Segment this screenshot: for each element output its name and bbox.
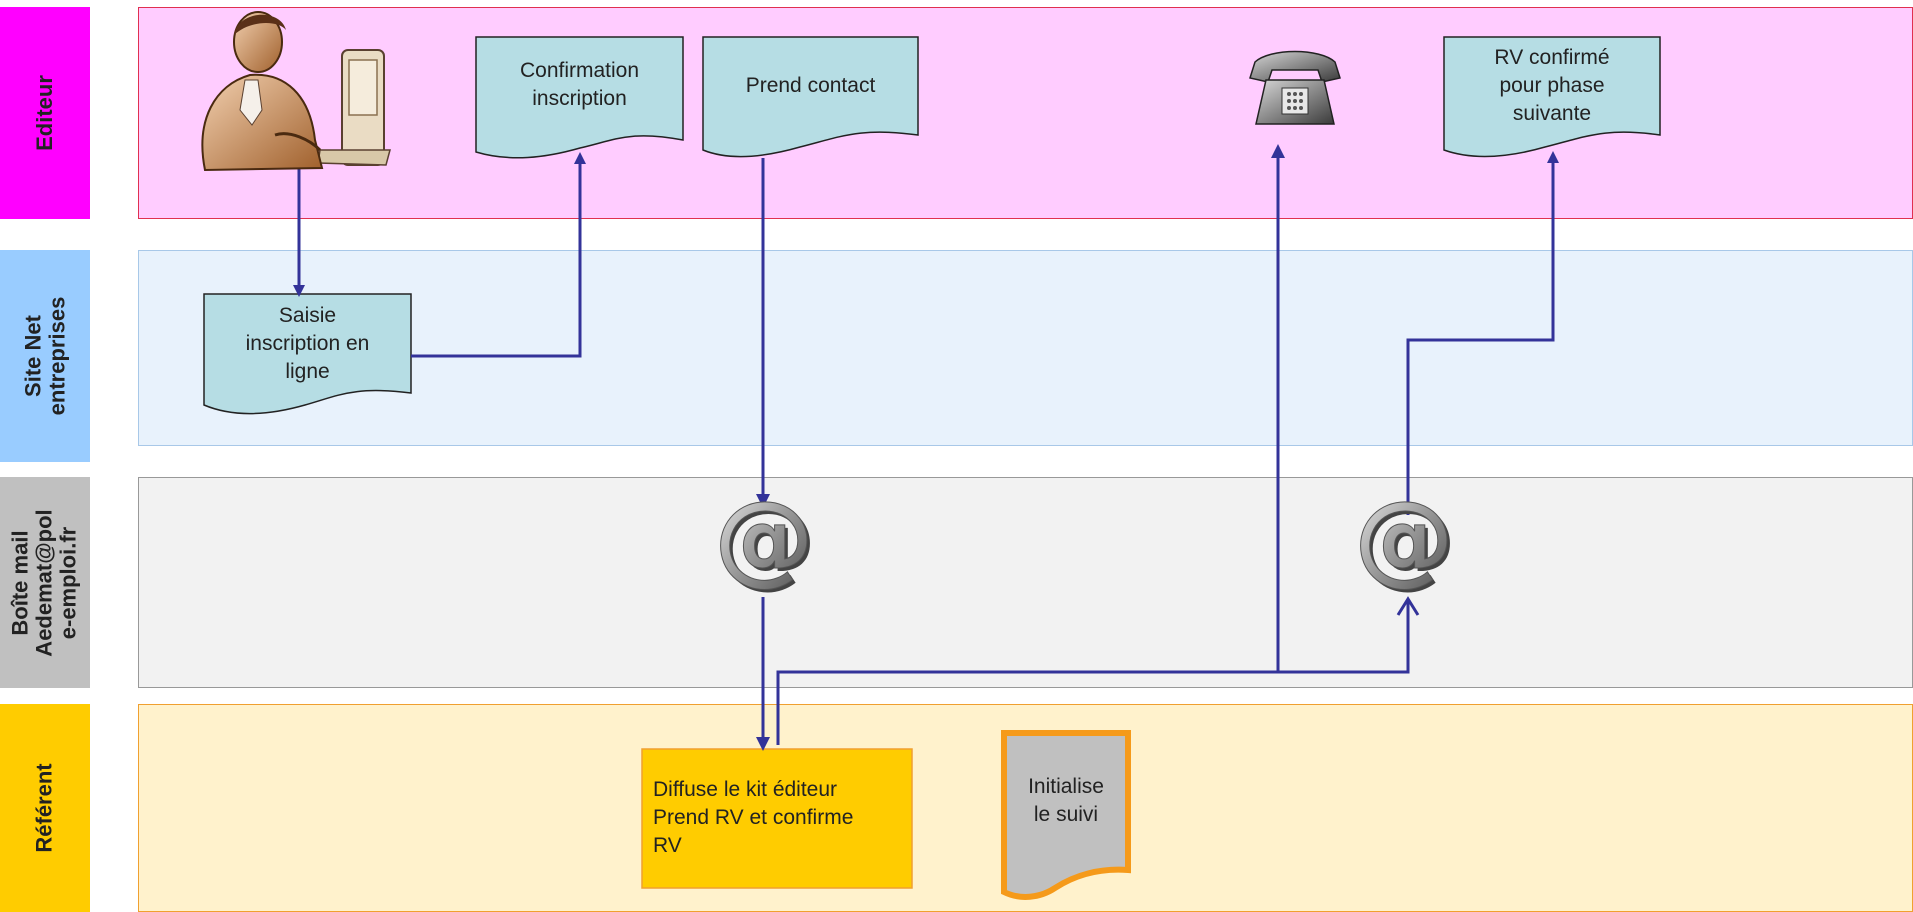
person-at-computer-icon	[201, 11, 391, 172]
at-sign-email-icon: @ @	[1354, 479, 1458, 600]
doc-prend-contact-label: Prend contact	[745, 74, 876, 97]
doc-rv-confirme-shape	[1443, 36, 1661, 158]
lane-site-net	[138, 250, 1913, 446]
lane-boite-mail	[138, 477, 1913, 688]
svg-text:@: @	[1354, 479, 1454, 596]
process-diffuse-label: Diffuse le kit éditeur Prend RV et confi…	[653, 778, 854, 857]
lane-label-editeur: Editeur	[0, 7, 90, 219]
arrow-referent-to-mail	[776, 601, 1410, 745]
doc-saisie-shape	[203, 293, 412, 415]
svg-text:@: @	[1357, 482, 1457, 599]
svg-text:@: @	[717, 482, 817, 599]
process-diffuse-shape	[641, 748, 913, 889]
doc-confirmation-shape	[475, 36, 684, 159]
doc-initialise-shape	[1001, 730, 1131, 900]
arrowhead-referent	[756, 737, 770, 751]
doc-confirmation-label: Confirmation inscription	[519, 59, 640, 110]
doc-rv-confirme-label: RV confirmé pour phase suivante	[1494, 46, 1610, 125]
doc-initialise-label: Initialise le suivi	[1028, 775, 1104, 826]
lane-label-referent: Référent	[0, 704, 90, 912]
doc-saisie-label: Saisie inscription en ligne	[245, 304, 370, 383]
arrowhead-phone	[1271, 144, 1285, 158]
arrowhead-mail-1	[756, 494, 770, 508]
arrowhead-mail-2	[1396, 596, 1420, 616]
arrowhead-saisie	[293, 285, 305, 297]
telephone-icon	[1249, 50, 1341, 125]
arrow-saisie-to-confirmation	[411, 161, 582, 358]
svg-text:@: @	[714, 479, 814, 596]
arrowhead-confirmation	[574, 152, 586, 164]
arrowhead-rv-confirme	[1547, 151, 1559, 163]
lane-label-boite-mail: Boîte mail Aedemat@pol e-emploi.fr	[0, 477, 90, 688]
arrow-mail-to-rv-confirme	[1406, 160, 1555, 515]
lane-label-site-net: Site Net entreprises	[0, 250, 90, 462]
doc-prend-contact-shape	[702, 36, 919, 158]
at-sign-email-icon: @ @	[714, 479, 818, 600]
